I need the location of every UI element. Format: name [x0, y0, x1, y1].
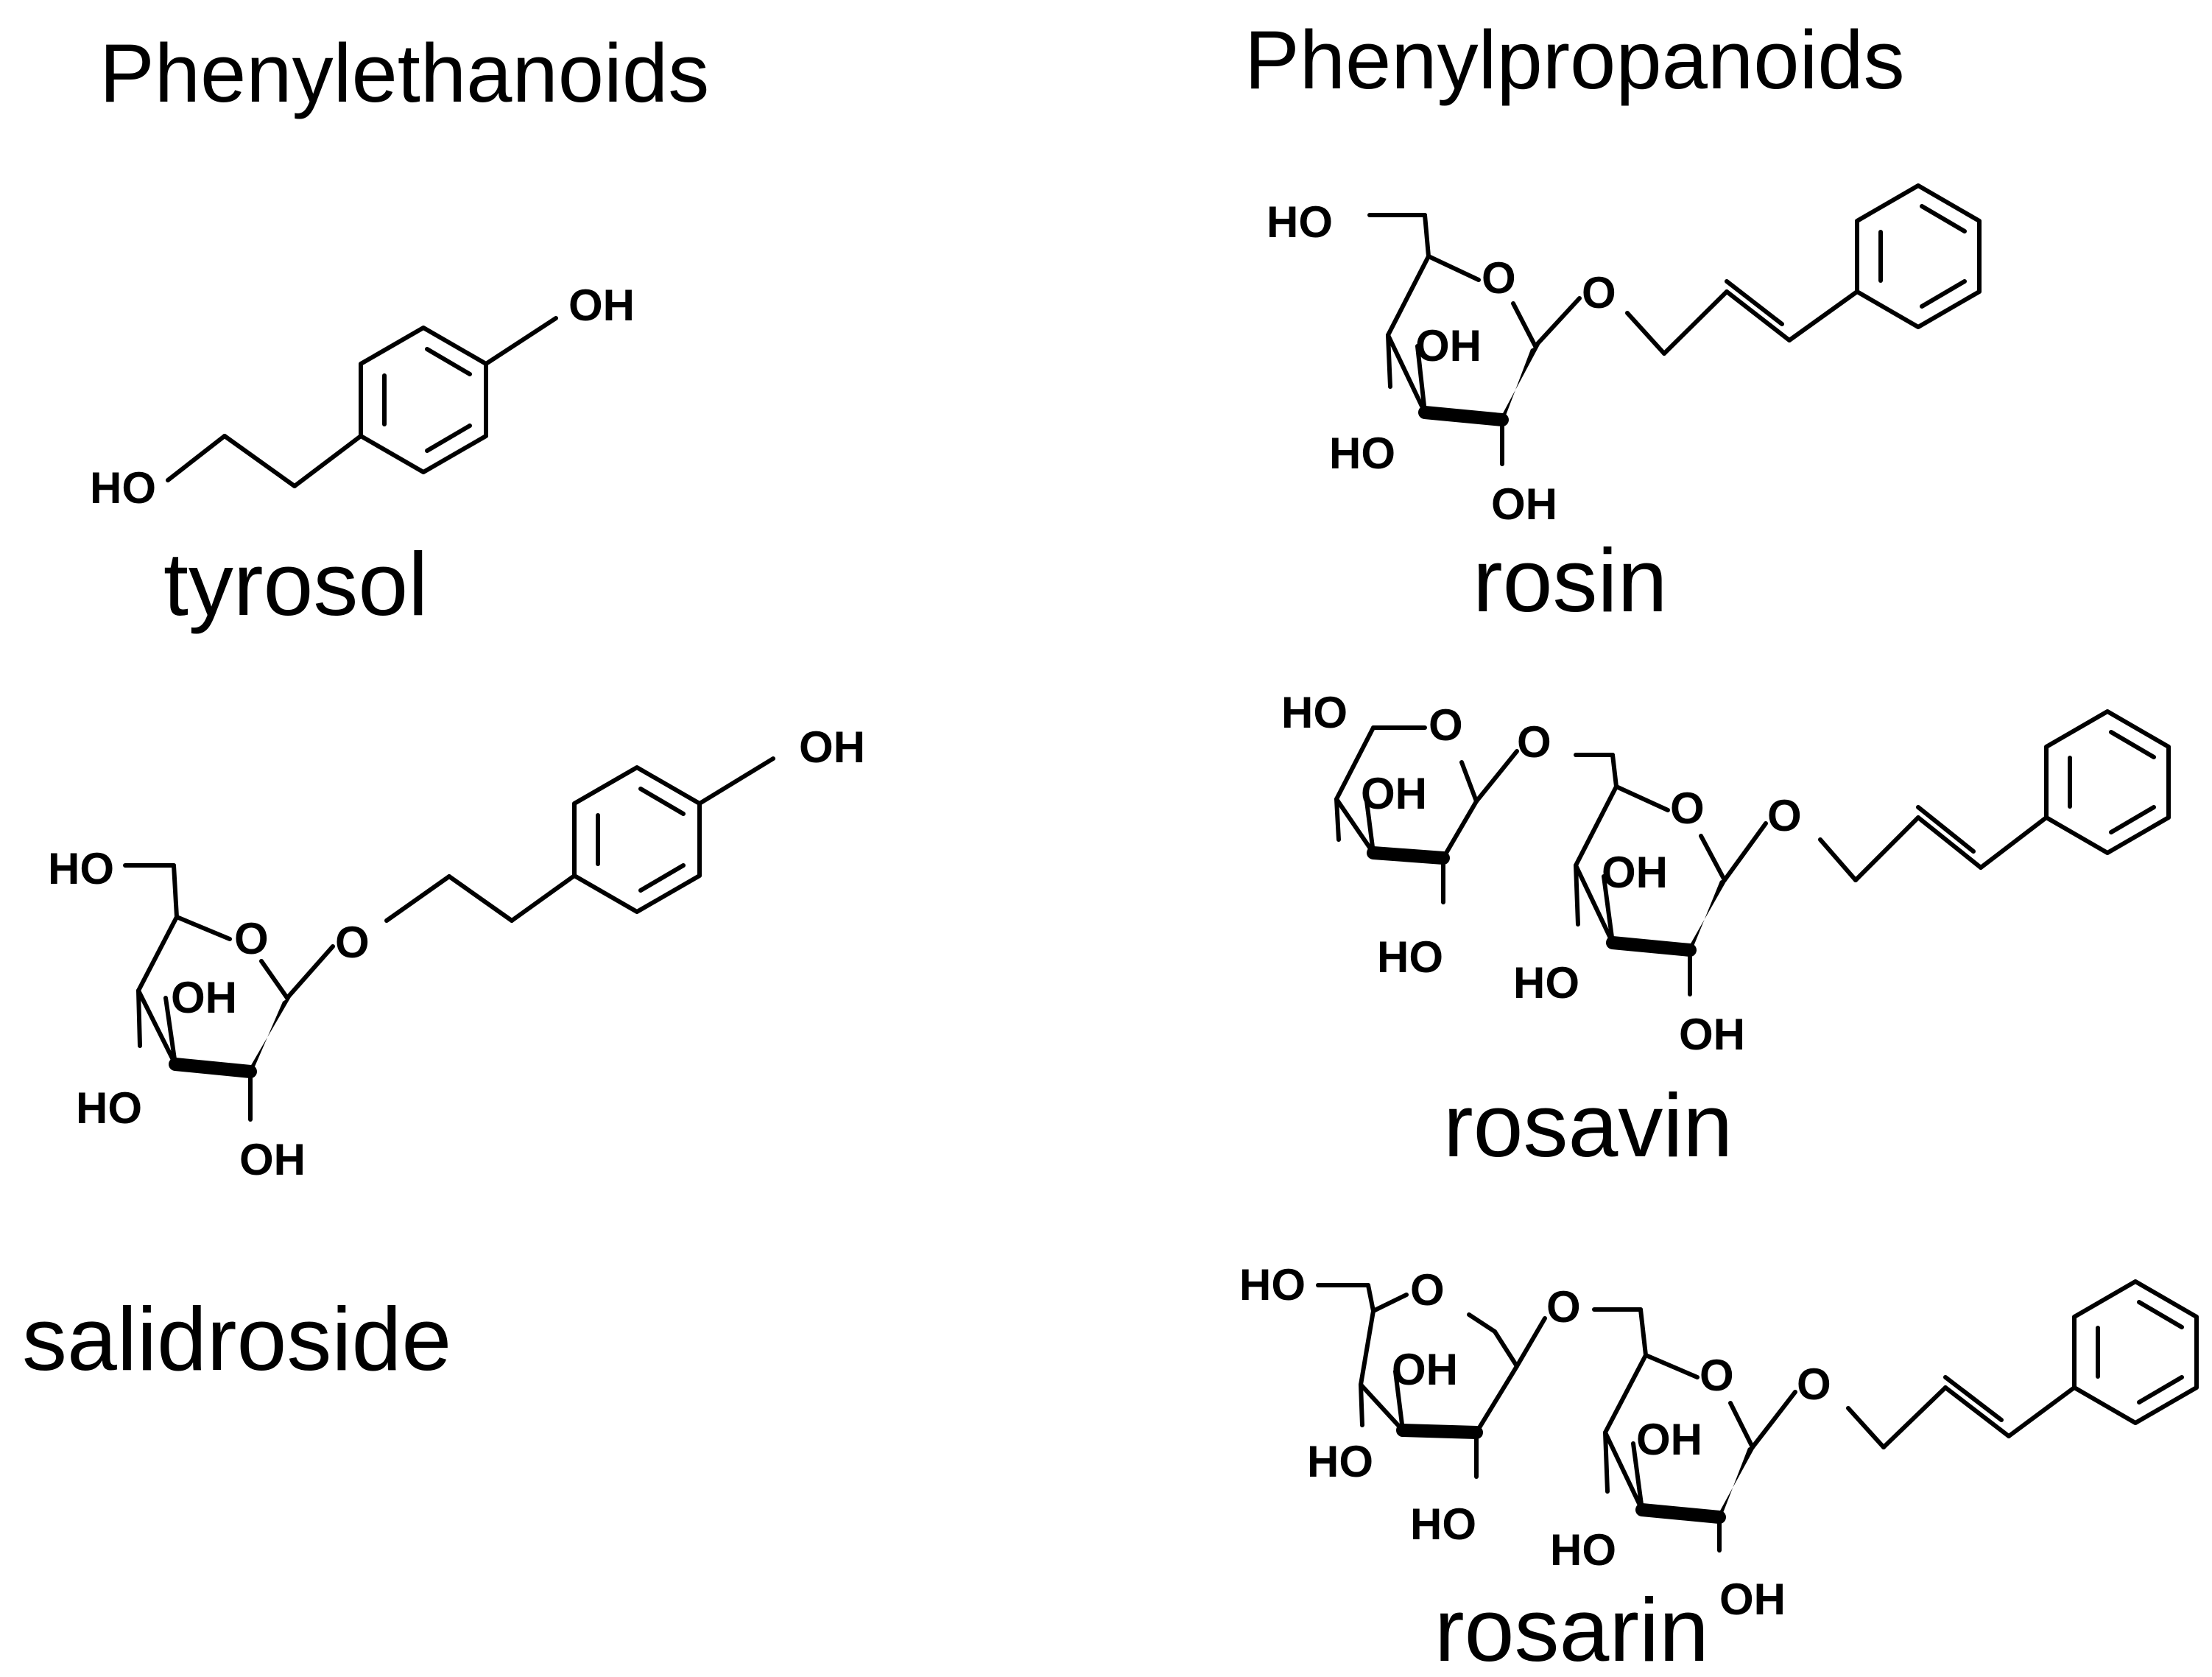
rosarin-structure: O O HO OH OH O O HO HO OH: [1239, 1260, 2199, 1624]
phenylethanoids-heading: Phenylethanoids: [99, 27, 709, 119]
hydroxyl-label: OH: [1361, 769, 1427, 818]
glycosidic-oxygen: O: [335, 918, 370, 967]
hydroxyl-label: OH: [568, 281, 635, 330]
ring-oxygen: O: [1670, 784, 1705, 833]
ring-oxygen: O: [1699, 1351, 1734, 1400]
ring-oxygen: O: [1482, 253, 1516, 303]
hydroxyl-label: OH: [1679, 1010, 1745, 1059]
hydroxyl-label: OH: [171, 973, 237, 1022]
hydroxyl-label: HO: [1329, 429, 1395, 478]
hydroxyl-label: HO: [1550, 1525, 1616, 1575]
hydroxyl-label: HO: [48, 844, 114, 893]
rosavin-structure: O O HO OH OH O O HO OH HO: [1281, 688, 2171, 1059]
ring-oxygen: O: [1410, 1265, 1445, 1315]
rosavin-name: rosavin: [1443, 1075, 1733, 1175]
tyrosol-structure: OH HO: [90, 281, 635, 513]
glycosidic-oxygen: O: [1517, 717, 1551, 767]
hydroxyl-label: OH: [1392, 1345, 1458, 1394]
hydroxyl-label: HO: [1410, 1500, 1476, 1549]
glycosidic-oxygen: O: [1767, 791, 1802, 840]
hydroxyl-label: HO: [1267, 197, 1333, 247]
hydroxyl-label: OH: [1602, 848, 1668, 897]
glycosidic-oxygen: O: [1797, 1360, 1831, 1409]
ring-oxygen: O: [1429, 700, 1463, 750]
salidroside-name: salidroside: [22, 1289, 451, 1389]
hydroxyl-label: OH: [1491, 479, 1557, 529]
salidroside-structure: OH O O HO HO OH OH: [48, 723, 865, 1184]
rosin-structure: O O HO HO OH OH: [1267, 183, 1982, 529]
hydroxyl-label: OH: [1719, 1575, 1786, 1624]
tyrosol-name: tyrosol: [163, 534, 428, 634]
hydroxyl-label: OH: [799, 723, 865, 772]
ring-oxygen: O: [234, 914, 269, 963]
hydroxyl-label: HO: [1377, 932, 1443, 982]
hydroxyl-label: OH: [1636, 1415, 1702, 1464]
hydroxyl-label: HO: [1307, 1437, 1373, 1486]
hydroxyl-label: HO: [1513, 958, 1579, 1008]
hydroxyl-label: OH: [1415, 321, 1482, 370]
hydroxyl-label: OH: [239, 1135, 306, 1184]
hydroxyl-label: HO: [90, 463, 156, 513]
hydroxyl-label: HO: [1239, 1260, 1306, 1309]
phenylpropanoids-heading: Phenylpropanoids: [1244, 14, 1905, 106]
glycosidic-oxygen: O: [1582, 268, 1616, 317]
glycosidic-oxygen: O: [1546, 1282, 1581, 1332]
hydroxyl-label: HO: [1281, 688, 1348, 737]
rosarin-name: rosarin: [1434, 1580, 1709, 1677]
rosin-name: rosin: [1473, 530, 1667, 630]
hydroxyl-label: HO: [76, 1083, 142, 1133]
